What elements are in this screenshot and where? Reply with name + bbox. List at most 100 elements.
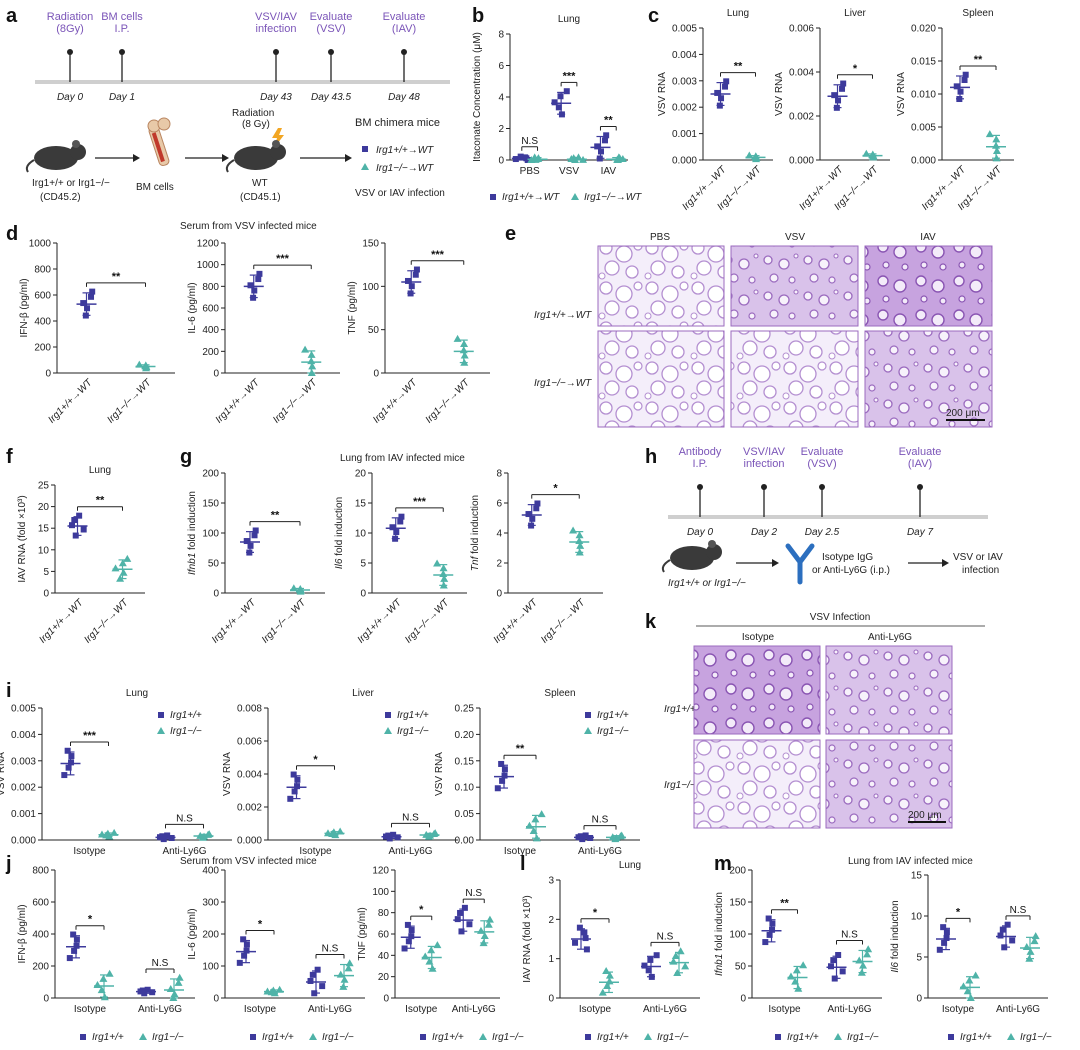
data-point	[529, 515, 536, 522]
panel-letter-g: g	[180, 446, 192, 468]
data-point	[93, 980, 102, 988]
data-point	[251, 287, 258, 294]
panel-letter-e: e	[505, 223, 516, 245]
legend-label-ko: Irg1−/−	[1020, 1032, 1052, 1043]
y-tick-label: 25	[38, 481, 50, 492]
data-point	[617, 831, 626, 839]
sig-label: *	[258, 919, 263, 931]
y-tick-label: 5	[360, 559, 366, 570]
timeline-event-label: Evaluate(VSV)	[310, 11, 353, 35]
legend-marker-ko	[309, 1033, 317, 1040]
data-point	[309, 971, 316, 978]
sig-label: *	[956, 906, 961, 918]
sig-label: N.S	[1010, 905, 1027, 916]
radiation-label: Radiation(8 Gy)	[232, 108, 274, 130]
y-tick-label: 0.004	[237, 770, 262, 781]
data-point	[241, 952, 248, 959]
data-point	[587, 834, 594, 841]
x-tick-label: Irg1−/−→WT	[403, 597, 452, 646]
bm-cells-label: BM cells	[136, 182, 174, 193]
group-title-j: Serum from VSV infected mice	[180, 856, 317, 867]
data-point	[673, 968, 682, 976]
data-point	[863, 950, 872, 958]
histo-col-vsv: VSV	[785, 232, 805, 243]
y-tick-label: 0.002	[672, 103, 697, 114]
y-tick-label: 10	[355, 529, 367, 540]
y-tick-label: 6	[498, 61, 504, 72]
data-point	[65, 764, 72, 771]
timeline-day: Day 2	[751, 527, 778, 538]
y-tick-label: 100	[729, 930, 746, 941]
data-point	[71, 516, 78, 523]
data-point	[141, 362, 150, 370]
y-tick-label: 80	[378, 908, 390, 919]
data-point	[718, 95, 725, 102]
sig-label: *	[313, 754, 318, 766]
x-tick-label: Isotype	[768, 1004, 801, 1015]
y-tick-label: 120	[372, 866, 389, 877]
timeline-dot	[401, 49, 407, 55]
panel-letter-m: m	[714, 853, 732, 875]
panel-letter-b: b	[472, 5, 484, 27]
data-point	[307, 357, 316, 365]
data-point	[294, 783, 301, 790]
data-point	[794, 984, 803, 992]
sig-label: ***	[563, 70, 577, 82]
legend-label-wt: Irg1+/+	[960, 1032, 992, 1043]
data-point	[671, 951, 680, 959]
histo-image	[730, 245, 859, 327]
y-tick-label: 0	[43, 589, 49, 600]
legend-marker-wt	[250, 1034, 256, 1040]
data-point	[457, 909, 464, 916]
legend-label-wt: Irg1+/+	[597, 710, 629, 721]
data-point	[641, 962, 648, 969]
donor-cd-label: (CD45.2)	[40, 192, 81, 203]
sig-label: N.S	[657, 931, 674, 942]
timeline-day: Day 7	[907, 527, 934, 538]
data-point	[314, 966, 321, 973]
x-tick-label: Irg1−/−→WT	[539, 597, 588, 646]
x-tick-label: Isotype	[244, 1004, 277, 1015]
legend-label-ko: Irg1−/−→WT	[584, 192, 642, 203]
data-point	[582, 832, 589, 839]
group-title-m: Lung from IAV infected mice	[848, 856, 973, 867]
data-point	[412, 271, 419, 278]
y-axis-label: IAV RNA (fold ×10³)	[17, 495, 28, 582]
data-point	[608, 833, 617, 841]
data-point	[480, 931, 489, 939]
data-point	[76, 512, 83, 519]
timeline-day: Day 0	[57, 92, 84, 103]
timeline-day: Day 43.5	[311, 92, 351, 103]
sig-label: **	[604, 115, 613, 127]
data-point	[71, 947, 78, 954]
y-tick-label: 400	[202, 325, 219, 336]
data-point	[583, 946, 590, 953]
data-point	[461, 904, 468, 911]
y-tick-label: 50	[735, 962, 747, 973]
data-point	[525, 821, 534, 829]
data-point	[594, 143, 601, 150]
data-point	[340, 975, 349, 983]
data-point	[84, 305, 91, 312]
histo-image	[864, 245, 993, 327]
scale-bar-label: 200 μm	[946, 408, 980, 419]
y-tick-label: 0.004	[789, 68, 814, 79]
y-tick-label: 50	[368, 325, 380, 336]
data-point	[653, 952, 660, 959]
data-point	[855, 956, 864, 964]
data-point	[745, 151, 754, 159]
data-point	[581, 929, 588, 936]
y-tick-label: 20	[355, 469, 367, 480]
data-point	[517, 153, 524, 160]
data-point	[830, 957, 837, 964]
sig-label: **	[974, 54, 983, 66]
sig-label: *	[553, 483, 558, 495]
sig-label: N.S	[465, 888, 482, 899]
legend-marker-ko	[834, 1033, 842, 1040]
x-tick-label: Anti-Ly6G	[578, 846, 622, 857]
legend-label-ko: Irg1−/−	[492, 1032, 524, 1043]
x-tick-label: Irg1−/−→WT	[105, 377, 154, 426]
x-tick-label: Anti-Ly6G	[308, 1004, 352, 1015]
data-point	[557, 93, 564, 100]
